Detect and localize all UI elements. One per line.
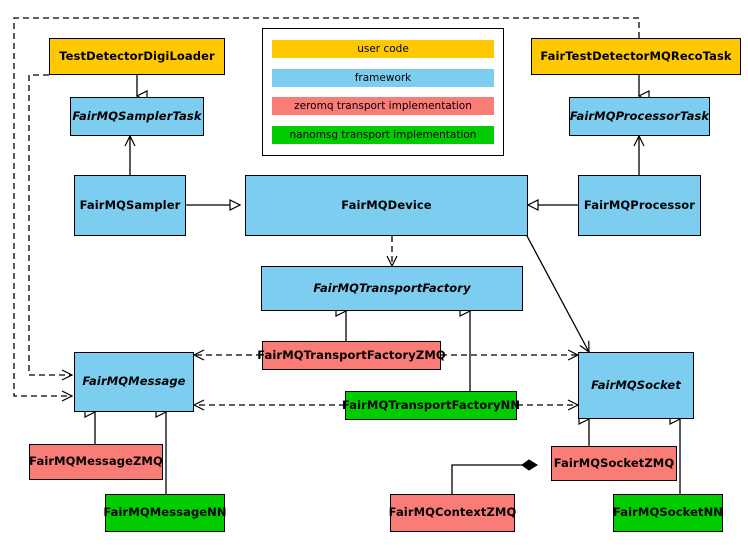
legend-item-framework: framework: [272, 68, 494, 87]
class-box-fairmqmessage[interactable]: FairMQMessage: [74, 352, 194, 412]
class-label: FairMQMessageNN: [103, 505, 227, 520]
class-label: FairMQSocketNN: [612, 505, 724, 520]
class-label: FairMQProcessor: [583, 197, 696, 212]
class-box-fairmqtransportfactorynn[interactable]: FairMQTransportFactoryNN: [341, 391, 521, 420]
class-label: FairTestDetectorMQRecoTask: [540, 48, 732, 63]
class-box-fairmqtransportfactoryzmq[interactable]: FairMQTransportFactoryZMQ: [257, 341, 446, 370]
legend-panel: user code framework zeromq transport imp…: [262, 28, 504, 156]
class-box-fairmqsocket[interactable]: FairMQSocket: [578, 352, 694, 419]
class-box-fairmqprocessortask[interactable]: FairMQProcessorTask: [569, 97, 710, 136]
legend-label: zeromq transport implementation: [294, 100, 472, 113]
class-label: FairMQSamplerTask: [72, 108, 202, 123]
class-box-fairmqmessagenn[interactable]: FairMQMessageNN: [103, 494, 227, 532]
class-label: FairMQTransportFactoryZMQ: [257, 347, 446, 362]
class-box-fairmqdevice[interactable]: FairMQDevice: [245, 175, 528, 236]
class-label: FairMQDevice: [341, 197, 432, 212]
class-label: FairMQTransportFactory: [313, 280, 471, 295]
legend-item-zeromq: zeromq transport implementation: [272, 97, 494, 116]
class-label: FairMQContextZMQ: [388, 505, 517, 520]
class-box-fairmqsamplertask[interactable]: FairMQSamplerTask: [70, 97, 204, 136]
class-label: FairMQSocketZMQ: [553, 455, 675, 470]
class-label: FairMQTransportFactoryNN: [341, 397, 521, 412]
class-box-fairmqmessagezmq[interactable]: FairMQMessageZMQ: [29, 444, 163, 480]
class-box-fairmqcontextzmq[interactable]: FairMQContextZMQ: [388, 494, 517, 532]
class-box-fairmqsocketzmq[interactable]: FairMQSocketZMQ: [551, 446, 677, 481]
class-label: FairMQProcessorTask: [569, 108, 710, 123]
class-box-fairmqtransportfactory[interactable]: FairMQTransportFactory: [261, 266, 523, 311]
legend-label: user code: [357, 43, 409, 56]
class-label: TestDetectorDigiLoader: [59, 48, 215, 63]
class-label: FairMQMessage: [82, 374, 186, 389]
legend-label: framework: [354, 71, 412, 84]
class-box-fairmqsocketnn[interactable]: FairMQSocketNN: [613, 494, 723, 532]
legend-item-nanomsg: nanomsg transport implementation: [272, 125, 494, 144]
class-box-testdetectordigiloader[interactable]: TestDetectorDigiLoader: [49, 38, 225, 75]
legend-label: nanomsg transport implementation: [289, 128, 477, 141]
class-label: FairMQSocket: [591, 377, 681, 392]
class-label: FairMQSampler: [79, 197, 181, 212]
class-box-fairmqprocessor[interactable]: FairMQProcessor: [578, 175, 701, 236]
class-label: FairMQMessageZMQ: [29, 454, 163, 469]
class-box-fairmqsampler[interactable]: FairMQSampler: [74, 175, 186, 236]
legend-item-user-code: user code: [272, 40, 494, 59]
class-box-fairtestdetectormqrecotask[interactable]: FairTestDetectorMQRecoTask: [531, 38, 741, 75]
